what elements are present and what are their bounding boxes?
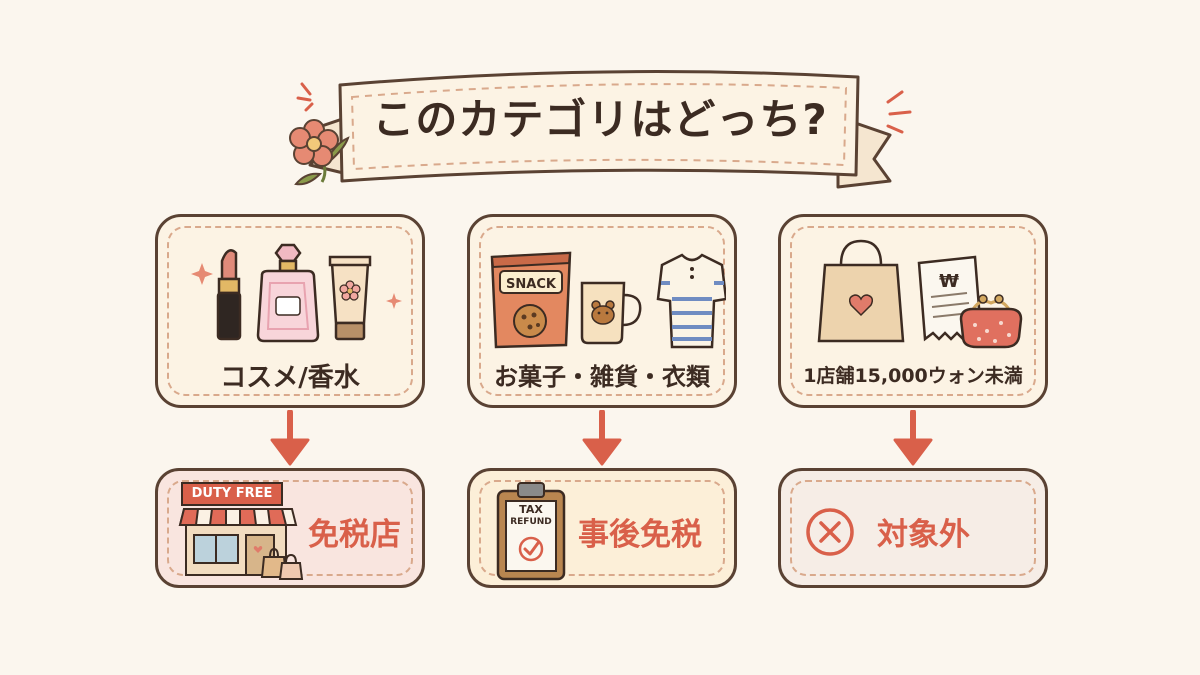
result-label: 免税店 — [308, 517, 401, 553]
page-title: このカテゴリはどっち? — [372, 95, 828, 144]
category-card-snacks-goods-clothes: SNACK お菓子・雑貨・衣類 — [467, 214, 737, 408]
arrow-down-icon — [582, 410, 622, 466]
duty-free-shop-icon — [178, 482, 304, 580]
under-limit-illustration: ₩ — [817, 239, 1023, 349]
arrow-down-icon — [893, 410, 933, 466]
mug-icon — [580, 281, 642, 345]
tax-refund-sign-text: TAX REFUND — [506, 503, 556, 529]
flower-icon — [289, 119, 350, 186]
cosmetics-illustration — [191, 243, 402, 343]
snack-text: SNACK — [506, 277, 557, 292]
result-card-not-eligible: 対象外 — [778, 468, 1048, 588]
perfume-bottle-icon — [256, 243, 320, 343]
arrow-down-icon — [270, 410, 310, 466]
refund-text: REFUND — [510, 517, 552, 527]
category-label: お菓子・雑貨・衣類 — [494, 363, 710, 391]
category-card-cosmetics: コスメ/香水 — [155, 214, 425, 408]
sparkle-icon — [386, 293, 402, 309]
result-card-duty-free: DUTY FREE 免税店 — [155, 468, 425, 588]
sparkle-lines-left-icon — [296, 82, 314, 112]
receipt-won-symbol: ₩ — [939, 271, 959, 292]
snacks-goods-illustration: SNACK — [490, 251, 726, 349]
snack-bag-icon — [490, 251, 572, 349]
tax-text: TAX — [519, 503, 543, 516]
category-label: 1店舗15,000ウォン未満 — [803, 365, 1023, 387]
coin-purse-icon — [959, 294, 1023, 349]
sparkle-lines-right-icon — [886, 90, 912, 134]
lipstick-icon — [216, 249, 242, 341]
category-label: コスメ/香水 — [220, 363, 360, 393]
cream-tube-icon — [328, 255, 372, 341]
cross-circle-icon — [806, 508, 854, 556]
result-card-tax-refund: TAX REFUND 事後免税 — [467, 468, 737, 588]
tax-refund-clipboard-icon — [496, 482, 566, 581]
shopping-bag-icon — [817, 239, 905, 343]
result-label: 対象外 — [877, 517, 970, 553]
sparkle-icon — [191, 263, 213, 285]
category-card-under-15000-won: ₩ 1店舗15,000ウォン未満 — [778, 214, 1048, 408]
striped-shirt-icon — [656, 253, 726, 349]
duty-free-sign-text: DUTY FREE — [191, 486, 273, 501]
result-label: 事後免税 — [578, 517, 702, 553]
